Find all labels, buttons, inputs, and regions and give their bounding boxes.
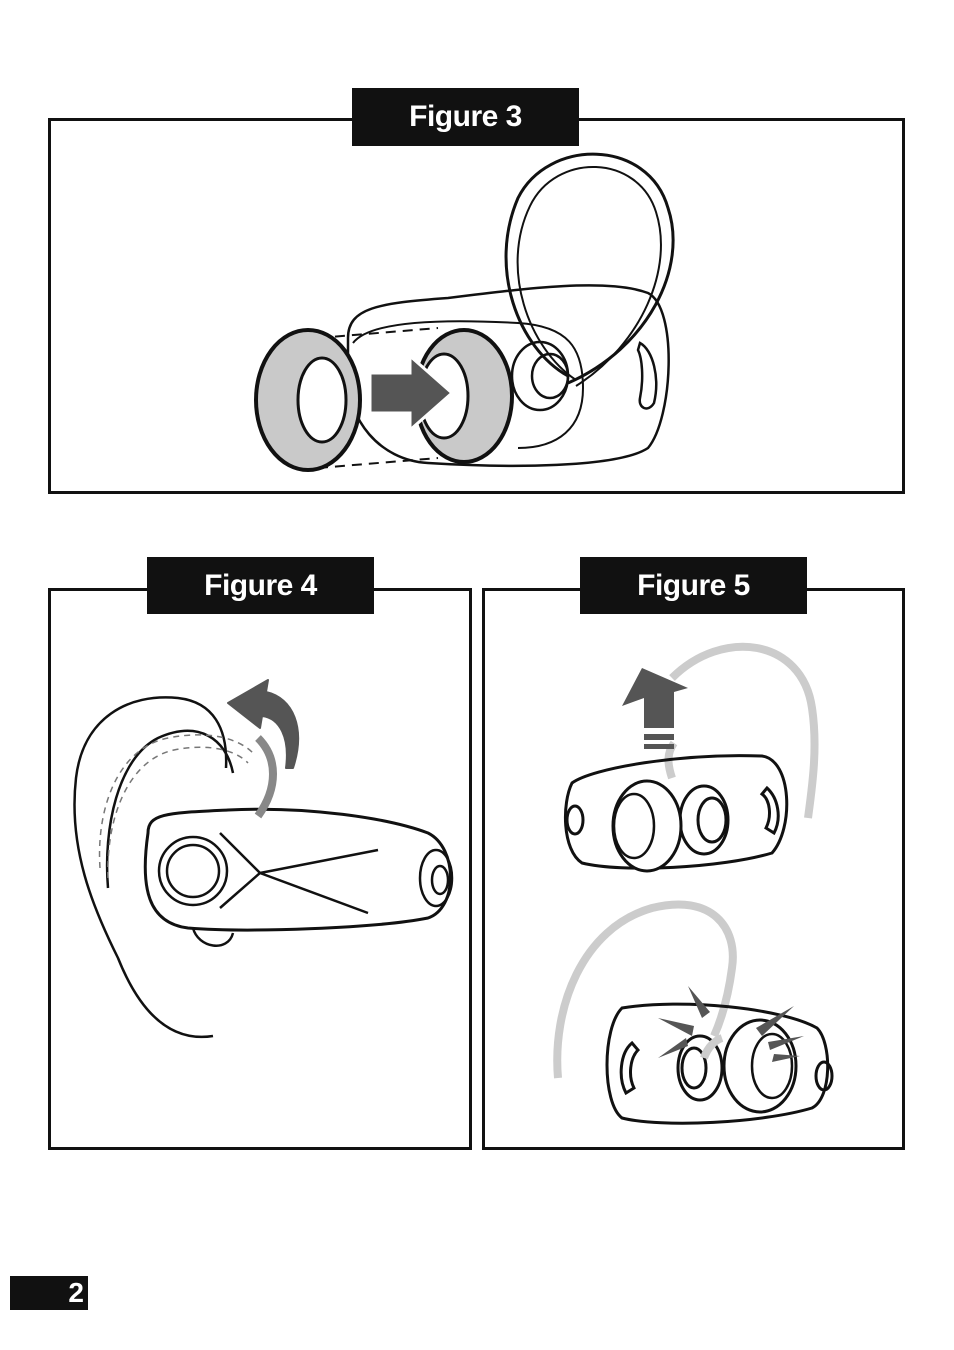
page-number: 2 [10,1276,88,1310]
figure-3-illustration [48,118,905,494]
figure-5-illustration [482,588,905,1150]
figure-4-illustration [48,588,472,1150]
